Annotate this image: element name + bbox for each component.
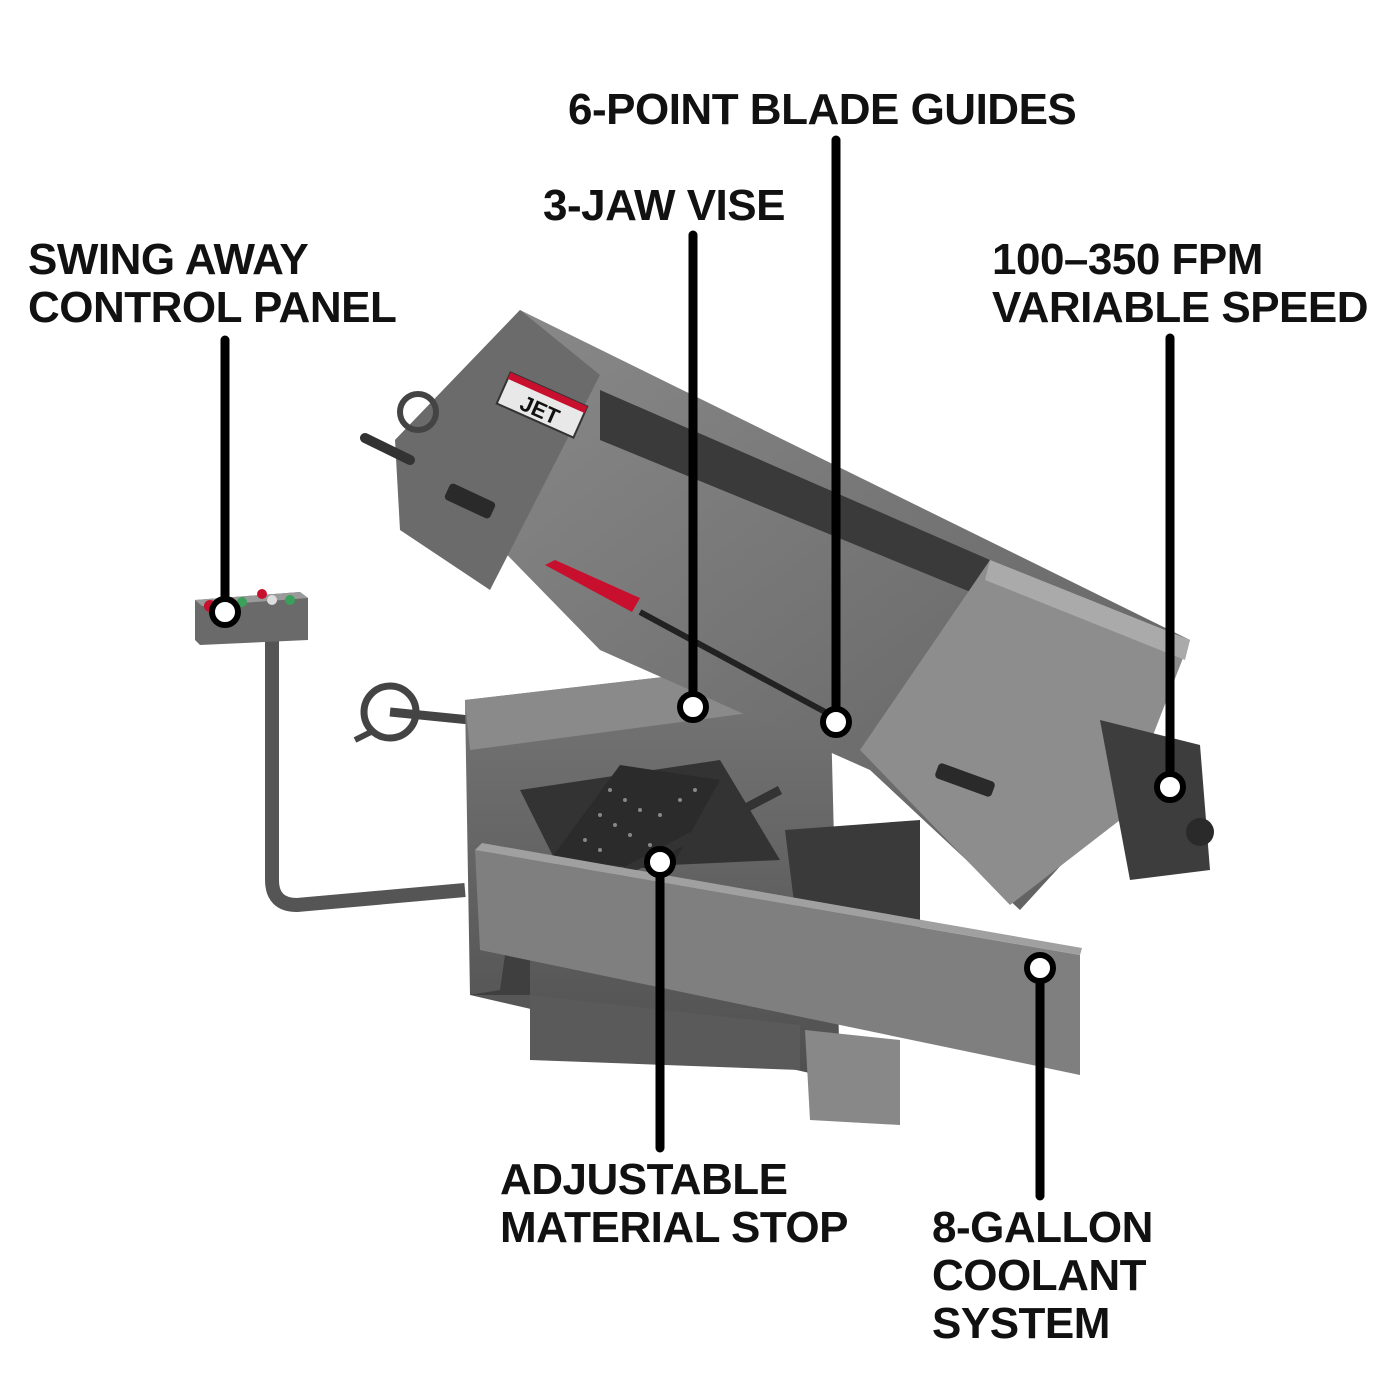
label-variable-speed-line-2: VARIABLE SPEED [992,283,1369,332]
label-control-panel-line-1: SWING AWAY [28,235,309,284]
label-control-panel-line-2: CONTROL PANEL [28,283,397,332]
saw-blade [638,609,842,723]
label-coolant-line-1: 8-GALLON [932,1203,1153,1252]
dot-vise [677,691,709,723]
label-blade-guides-line-1: 6-POINT BLADE GUIDES [568,85,1077,134]
label-variable-speed: 100–350 FPM VARIABLE SPEED [992,235,1369,332]
label-coolant: 8-GALLON COOLANT SYSTEM [932,1204,1153,1348]
dot-control-panel [209,596,241,628]
blade-guard-red [545,560,640,612]
coolant-tray [475,843,1082,1125]
dot-variable-speed [1154,771,1186,803]
dot-blade-guides [820,706,852,738]
callout-dots [209,596,1186,984]
label-material-stop: ADJUSTABLE MATERIAL STOP [500,1156,848,1252]
label-coolant-line-2: COOLANT [932,1251,1147,1300]
label-material-stop-line-1: ADJUSTABLE [500,1155,788,1204]
label-control-panel: SWING AWAY CONTROL PANEL [28,235,397,332]
label-material-stop-line-2: MATERIAL STOP [500,1203,848,1252]
label-variable-speed-line-1: 100–350 FPM [992,235,1263,284]
label-vise: 3-JAW VISE [543,182,785,230]
label-blade-guides: 6-POINT BLADE GUIDES [568,85,1077,134]
vise-handwheel [353,682,471,743]
label-vise-line-1: 3-JAW VISE [543,181,785,230]
label-coolant-line-3: SYSTEM [932,1299,1110,1348]
dot-coolant [1024,952,1056,984]
control-panel-arm [265,640,466,912]
saw-head [360,310,1214,910]
dot-material-stop [644,846,676,878]
callout-leaders [220,135,1175,1201]
